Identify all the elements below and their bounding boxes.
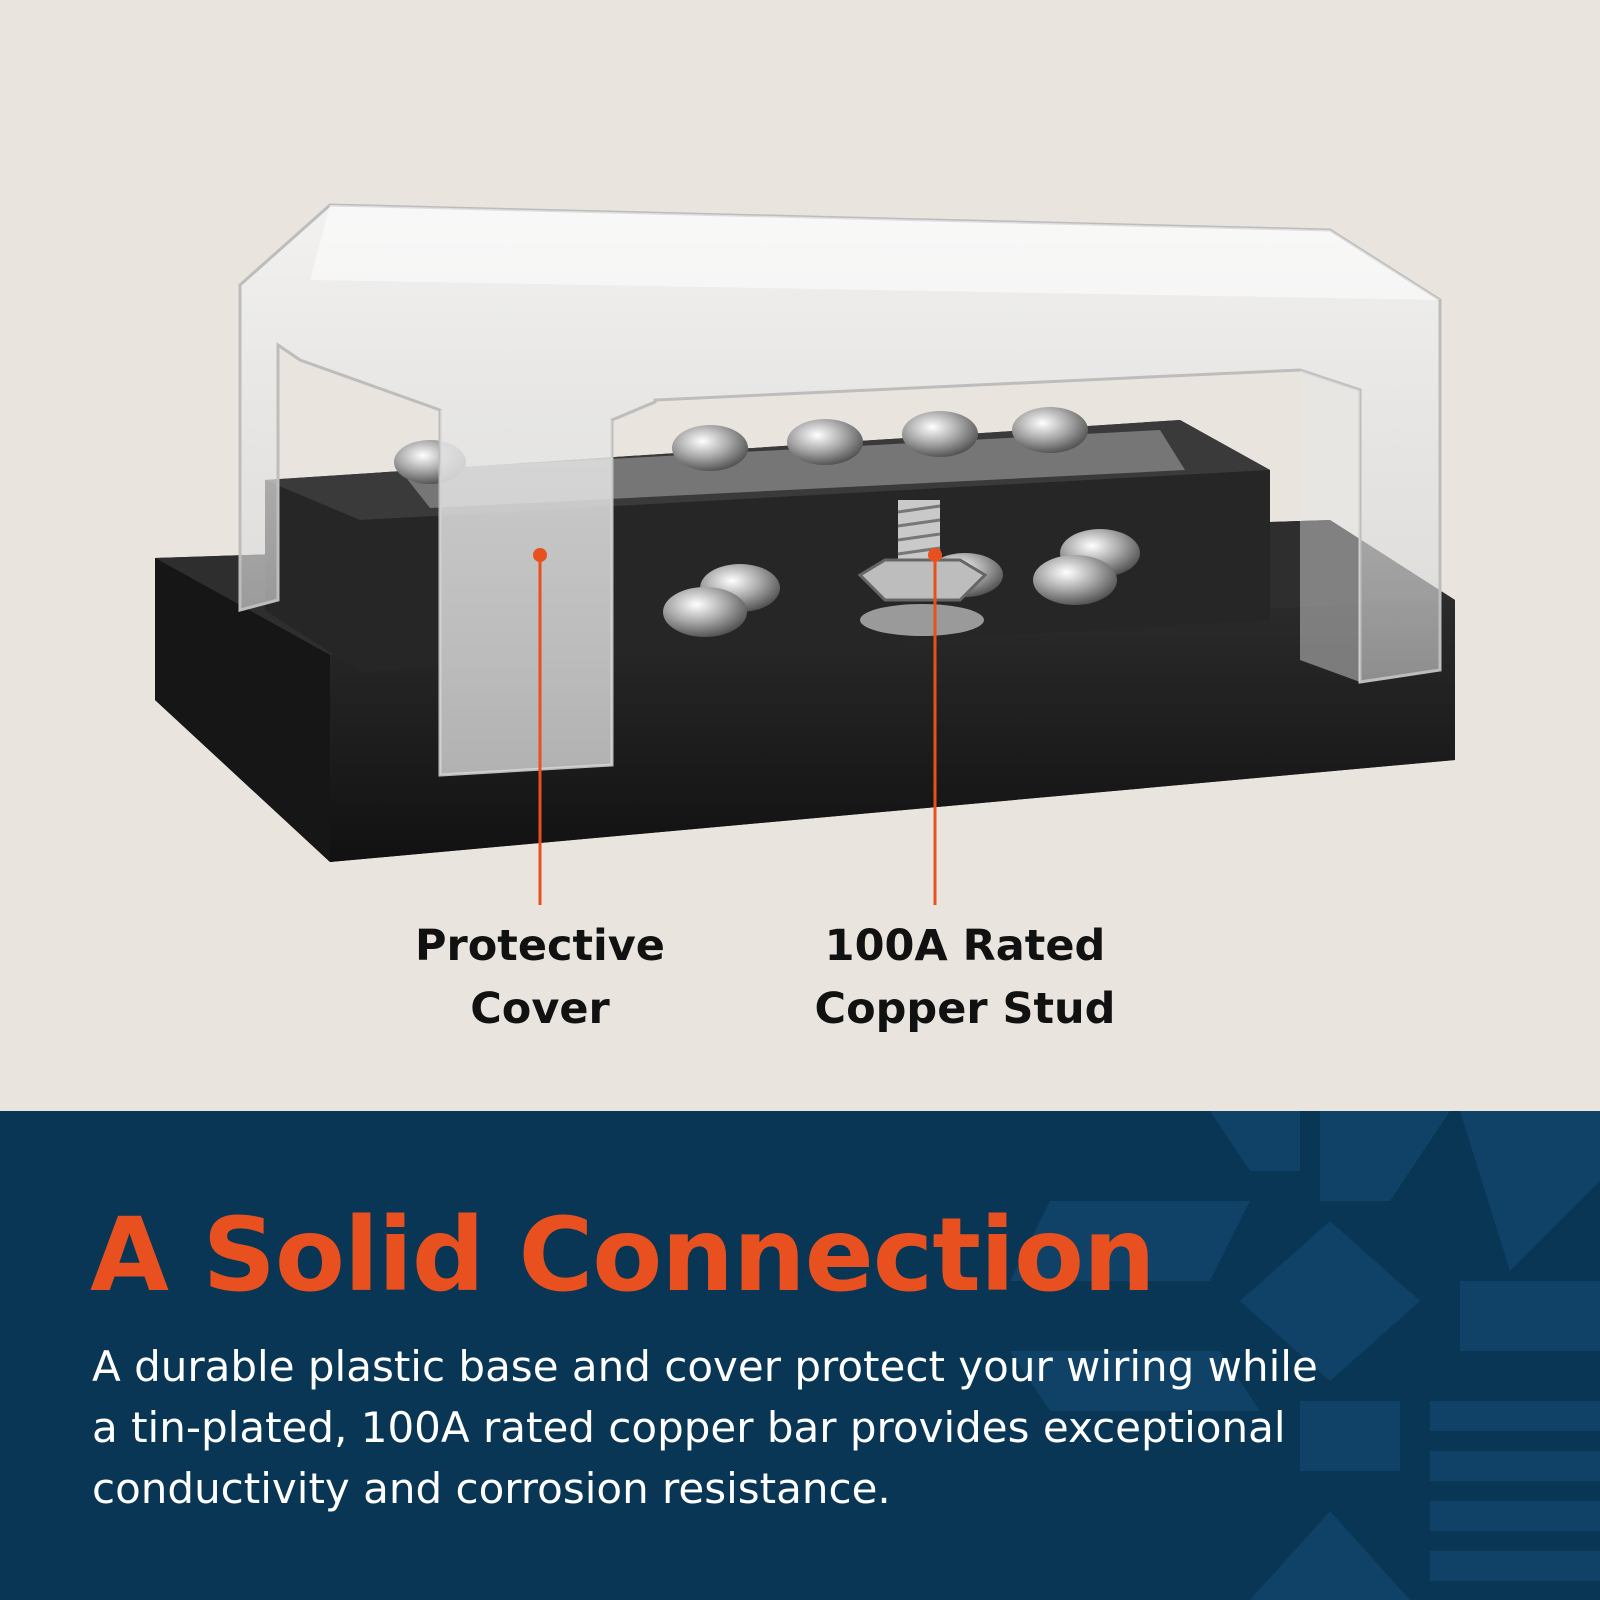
callout-line-cover <box>533 548 547 905</box>
bottom-banner <box>0 1111 1600 1600</box>
copper-stud <box>857 500 988 636</box>
product-area: Protective Cover 100A Rated Copper Stud <box>155 203 1455 1034</box>
callout-label-protective-cover: Protective Cover <box>415 921 665 1034</box>
callout-label-copper-stud: 100A Rated Copper Stud <box>814 921 1116 1034</box>
headline: A Solid Connection <box>90 1196 1156 1315</box>
body-copy: A durable plastic base and cover protect… <box>92 1342 1318 1513</box>
callout-line-stud <box>928 548 942 905</box>
geometric-pattern-decoration <box>1010 1111 1600 1600</box>
bus-bar-product-image <box>155 203 1455 905</box>
